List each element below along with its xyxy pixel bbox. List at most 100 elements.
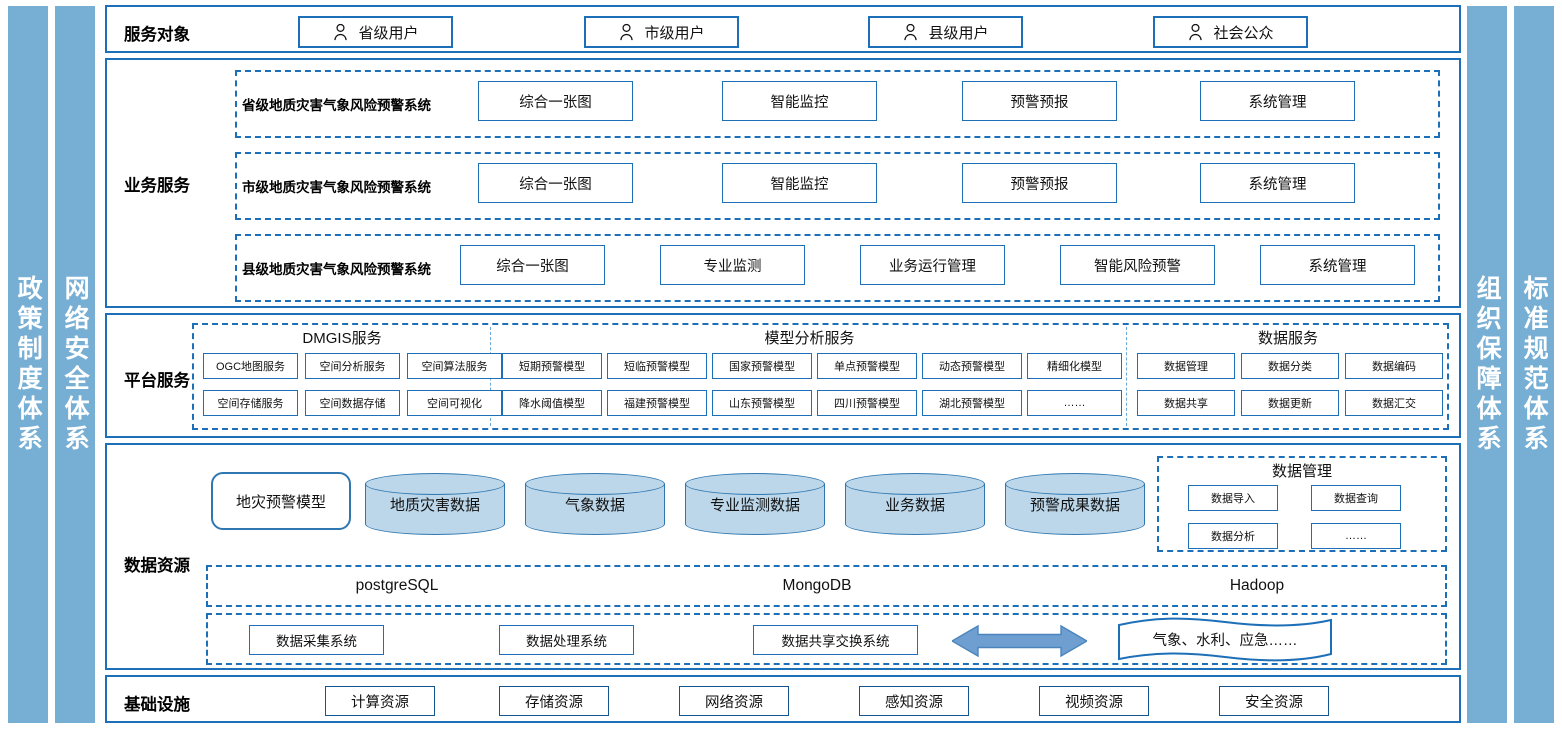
infra-item-security[interactable]: 安全资源 [1219,686,1329,716]
cylinder-top [1005,473,1145,495]
business-group-county-name: 县级地质灾害气象风险预警系统 [242,262,431,277]
cylinder-top [845,473,985,495]
dataservice-r1-0[interactable]: 数据管理 [1137,353,1235,379]
data-management-item-1[interactable]: 数据查询 [1311,485,1401,511]
side-bar-network-security-label: 网络安全体系 [61,274,90,455]
data-management-item-2[interactable]: 数据分析 [1188,523,1278,549]
dmgis-r2-2[interactable]: 空间可视化 [407,390,502,416]
database-cylinder-business[interactable]: 业务数据 [845,473,985,535]
module-city-0[interactable]: 综合一张图 [478,163,633,203]
model-r1-4[interactable]: 动态预警模型 [922,353,1022,379]
row-service-objects-label: 服务对象 [124,26,190,44]
platform-group-data-title: 数据服务 [1257,330,1318,347]
module-province-0[interactable]: 综合一张图 [478,81,633,121]
row-data-resources: 数据资源 地灾预警模型 地质灾害数据 气象数据 专业监测数据 业务数据 [105,443,1461,670]
user-chip-county[interactable]: 县级用户 [868,16,1023,48]
user-chip-county-label: 县级用户 [928,24,989,42]
row-service-objects: 服务对象 省级用户 市级用户 县级用户 [105,5,1461,53]
data-model-box[interactable]: 地灾预警模型 [211,472,351,530]
pipeline-system-exchange[interactable]: 数据共享交换系统 [753,625,918,655]
db-tech-hadoop: Hadoop [1229,577,1285,594]
model-r2-2[interactable]: 山东预警模型 [712,390,812,416]
infra-item-network[interactable]: 网络资源 [679,686,789,716]
data-management-item-3[interactable]: …… [1311,523,1401,549]
person-icon [334,23,348,41]
row-platform-services-label: 平台服务 [124,372,190,390]
row-business-services: 业务服务 省级地质灾害气象风险预警系统 综合一张图 智能监控 预警预报 系统管理… [105,58,1461,308]
row-business-services-label: 业务服务 [124,177,190,195]
model-r2-1[interactable]: 福建预警模型 [607,390,707,416]
platform-services-frame [192,323,1449,430]
person-icon [620,23,634,41]
database-cylinder-warning-results-label: 预警成果数据 [1029,496,1120,514]
model-r1-3[interactable]: 单点预警模型 [817,353,917,379]
user-chip-province-label: 省级用户 [358,24,419,42]
model-r1-2[interactable]: 国家预警模型 [712,353,812,379]
model-r2-4[interactable]: 湖北预警模型 [922,390,1022,416]
data-management-panel [1157,456,1447,552]
row-data-resources-label: 数据资源 [124,557,190,575]
infra-item-storage[interactable]: 存储资源 [499,686,609,716]
business-group-city [235,152,1440,220]
module-province-2[interactable]: 预警预报 [962,81,1117,121]
dmgis-r1-2[interactable]: 空间算法服务 [407,353,502,379]
database-cylinder-geohazard[interactable]: 地质灾害数据 [365,473,505,535]
side-bar-network-security: 网络安全体系 [55,6,95,723]
external-sources-doc[interactable]: 气象、水利、应急…… [1115,617,1335,662]
dataservice-r2-2[interactable]: 数据汇交 [1345,390,1443,416]
pipeline-system-collection[interactable]: 数据采集系统 [249,625,384,655]
module-province-1[interactable]: 智能监控 [722,81,877,121]
user-chip-public[interactable]: 社会公众 [1153,16,1308,48]
external-sources-label: 气象、水利、应急…… [1152,633,1298,649]
model-r1-0[interactable]: 短期预警模型 [502,353,602,379]
dataservice-r1-1[interactable]: 数据分类 [1241,353,1339,379]
wavy-doc-shape [1118,617,1332,662]
model-r2-3[interactable]: 四川预警模型 [817,390,917,416]
business-group-province-name: 省级地质灾害气象风险预警系统 [242,98,431,113]
person-icon [1189,23,1203,41]
database-cylinder-warning-results[interactable]: 预警成果数据 [1005,473,1145,535]
module-county-1[interactable]: 专业监测 [660,245,805,285]
bidirectional-arrow-icon [950,623,1089,659]
pipeline-band [206,613,1447,665]
infra-item-sensing[interactable]: 感知资源 [859,686,969,716]
dmgis-r1-0[interactable]: OGC地图服务 [203,353,298,379]
dataservice-r1-2[interactable]: 数据编码 [1345,353,1443,379]
user-chip-province[interactable]: 省级用户 [298,16,453,48]
platform-divider-2 [1126,327,1127,426]
person-icon [904,23,918,41]
side-bar-policy-label: 政策制度体系 [14,274,43,455]
database-cylinder-monitoring[interactable]: 专业监测数据 [685,473,825,535]
side-bar-organization: 组织保障体系 [1467,6,1507,723]
model-r2-0[interactable]: 降水阈值模型 [502,390,602,416]
database-cylinder-meteorology[interactable]: 气象数据 [525,473,665,535]
infra-item-video[interactable]: 视频资源 [1039,686,1149,716]
model-r2-5[interactable]: …… [1027,390,1122,416]
db-tech-postgresql: postgreSQL [355,577,439,594]
dmgis-r1-1[interactable]: 空间分析服务 [305,353,400,379]
module-county-3[interactable]: 智能风险预警 [1060,245,1215,285]
data-management-title: 数据管理 [1271,463,1332,480]
data-management-item-0[interactable]: 数据导入 [1188,485,1278,511]
dmgis-r2-0[interactable]: 空间存储服务 [203,390,298,416]
row-infrastructure-label: 基础设施 [124,696,190,714]
pipeline-system-processing[interactable]: 数据处理系统 [499,625,634,655]
module-city-3[interactable]: 系统管理 [1200,163,1355,203]
module-province-3[interactable]: 系统管理 [1200,81,1355,121]
module-county-4[interactable]: 系统管理 [1260,245,1415,285]
infra-item-compute[interactable]: 计算资源 [325,686,435,716]
module-county-2[interactable]: 业务运行管理 [860,245,1005,285]
module-city-2[interactable]: 预警预报 [962,163,1117,203]
dataservice-r2-1[interactable]: 数据更新 [1241,390,1339,416]
cylinder-top [525,473,665,495]
model-r1-1[interactable]: 短临预警模型 [607,353,707,379]
business-group-province [235,70,1440,138]
dataservice-r2-0[interactable]: 数据共享 [1137,390,1235,416]
cylinder-top [685,473,825,495]
module-county-0[interactable]: 综合一张图 [460,245,605,285]
module-city-1[interactable]: 智能监控 [722,163,877,203]
model-r1-5[interactable]: 精细化模型 [1027,353,1122,379]
dmgis-r2-1[interactable]: 空间数据存储 [305,390,400,416]
user-chip-city[interactable]: 市级用户 [584,16,739,48]
